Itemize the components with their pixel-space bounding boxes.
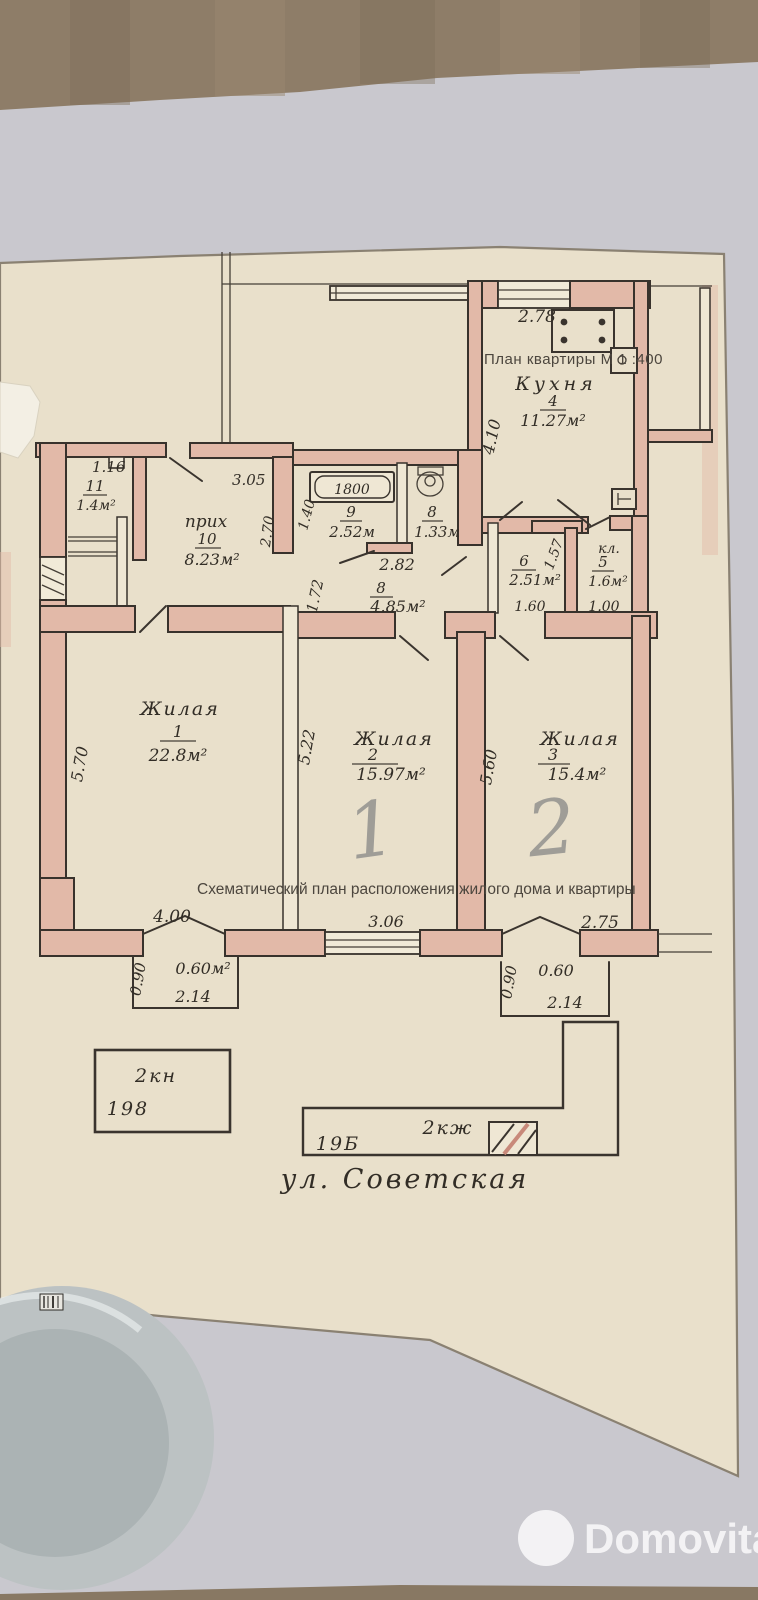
- dim-kitchen-width: 2.78: [517, 307, 556, 327]
- hallway-area: 8.23м²: [184, 550, 239, 569]
- left-window-icon: [39, 556, 67, 601]
- room11-number: 11: [85, 477, 104, 495]
- dim-bath-passage: 2.82: [378, 555, 415, 574]
- dim-hallway-depth: 2.70: [258, 515, 278, 549]
- dim-living3-width: 2.75: [580, 913, 619, 933]
- watermark: Domovita: [518, 1510, 758, 1566]
- bath-number: 9: [346, 503, 356, 521]
- bathtub-icon: [309, 471, 395, 503]
- wc-number: 8: [427, 503, 437, 521]
- corridor-number: 8: [376, 579, 386, 597]
- living3-pencil-mark: 2: [522, 781, 580, 875]
- kitchen-number: 4: [547, 392, 558, 410]
- closet-area: 1.6м²: [588, 574, 628, 590]
- living2-window-icon: [324, 931, 421, 955]
- bathtub-size-label: 1800: [334, 482, 370, 498]
- watermark-logo-circle: [518, 1510, 574, 1566]
- bath-wc-walls: [272, 449, 483, 576]
- corridor-area: 4.85м²: [369, 597, 425, 616]
- site-caption: Схематический план расположения жилого д…: [197, 881, 636, 898]
- living2-number: 2: [367, 745, 378, 764]
- plan-stamp-title: План квартиры М 1 :400: [484, 351, 663, 368]
- hallway-number: 10: [197, 530, 217, 548]
- dim-living1-width: 4.00: [152, 907, 191, 927]
- living2-name: Жилая: [352, 728, 434, 750]
- dim-pantry-width: 1.60: [514, 599, 545, 615]
- closet-name: кл.: [598, 541, 620, 557]
- balcony-left-depth: 0.90: [126, 961, 150, 997]
- balcony-right-area: 0.60: [538, 961, 574, 980]
- hallway-name: прих: [185, 512, 228, 532]
- site-apartment-hatch-marker: [488, 1121, 538, 1156]
- fabric-background-top: [0, 0, 758, 110]
- balcony-left-width: 2.14: [174, 987, 211, 1006]
- site-building-a-outline: [93, 1048, 232, 1134]
- site-building-a-number: 198: [107, 1098, 149, 1120]
- pantry-area: 2.51м²: [508, 571, 561, 589]
- dim-bath-width: 1.40: [295, 498, 319, 532]
- balcony-right-depth: 0.90: [497, 964, 521, 1000]
- dim-hallway-width: 3.05: [232, 471, 265, 489]
- stove-icon: [551, 309, 615, 353]
- site-building-b-number: 19Б: [316, 1133, 360, 1155]
- wc-area: 1.33м: [414, 523, 460, 541]
- pencil-smudge-left-edge: [0, 552, 11, 647]
- fabric-background-bottom: [0, 1585, 758, 1600]
- site-building-b-outline: [301, 1020, 620, 1157]
- neighbor-window-icon: [329, 285, 481, 301]
- room11-partitions: [68, 456, 147, 614]
- dim-living2-window: 3.06: [368, 912, 404, 931]
- bath-area: 2.52м: [328, 523, 375, 541]
- left-exterior-wall: [39, 442, 75, 931]
- jar-lid-object: [0, 1286, 214, 1590]
- paper-torn-patch: [0, 381, 41, 459]
- sink-icon: [610, 347, 638, 374]
- bottom-exterior-wall: [39, 914, 712, 957]
- toilet-icon: [416, 466, 444, 497]
- living1-name: Жилая: [138, 698, 220, 720]
- balcony-left-area: 0.60м²: [175, 959, 230, 978]
- living1-number: 1: [173, 722, 183, 741]
- livingroom-partitions: [282, 605, 651, 937]
- building-outline-top: [221, 252, 713, 443]
- street-label: ул. Советская: [280, 1164, 529, 1195]
- vent-box-icon: [611, 488, 637, 510]
- site-building-a-type: 2кн: [134, 1065, 177, 1087]
- watermark-logo-text: Domovita: [584, 1515, 758, 1562]
- pantry-number: 6: [519, 552, 529, 570]
- living3-name: Жилая: [538, 728, 620, 750]
- dim-closet-width: 1.00: [588, 599, 619, 615]
- living3-number: 3: [548, 745, 558, 764]
- balcony-right-width: 2.14: [546, 993, 583, 1012]
- barcode-sticker: [39, 1293, 64, 1311]
- site-building-b-type: 2кж: [421, 1117, 473, 1139]
- kitchen-area: 11.27м²: [520, 411, 585, 430]
- room11-area: 1.4м²: [76, 498, 116, 514]
- living2-area: 15.97м²: [356, 765, 426, 785]
- pantry-closet-walls: [487, 501, 649, 617]
- dim-room11-width: 1.16: [92, 458, 126, 476]
- apartment-top-walls: [35, 442, 471, 482]
- kitchen-window-icon: [497, 280, 571, 309]
- kitchen-name: Кухня: [514, 373, 597, 395]
- closet-number: 5: [598, 553, 608, 571]
- living1-area: 22.8м²: [148, 746, 208, 766]
- balcony-right-outline: [500, 961, 610, 1017]
- balcony-left-outline: [132, 955, 239, 1009]
- door-leaf-icon: [108, 456, 125, 469]
- living3-area: 15.4м²: [548, 765, 607, 785]
